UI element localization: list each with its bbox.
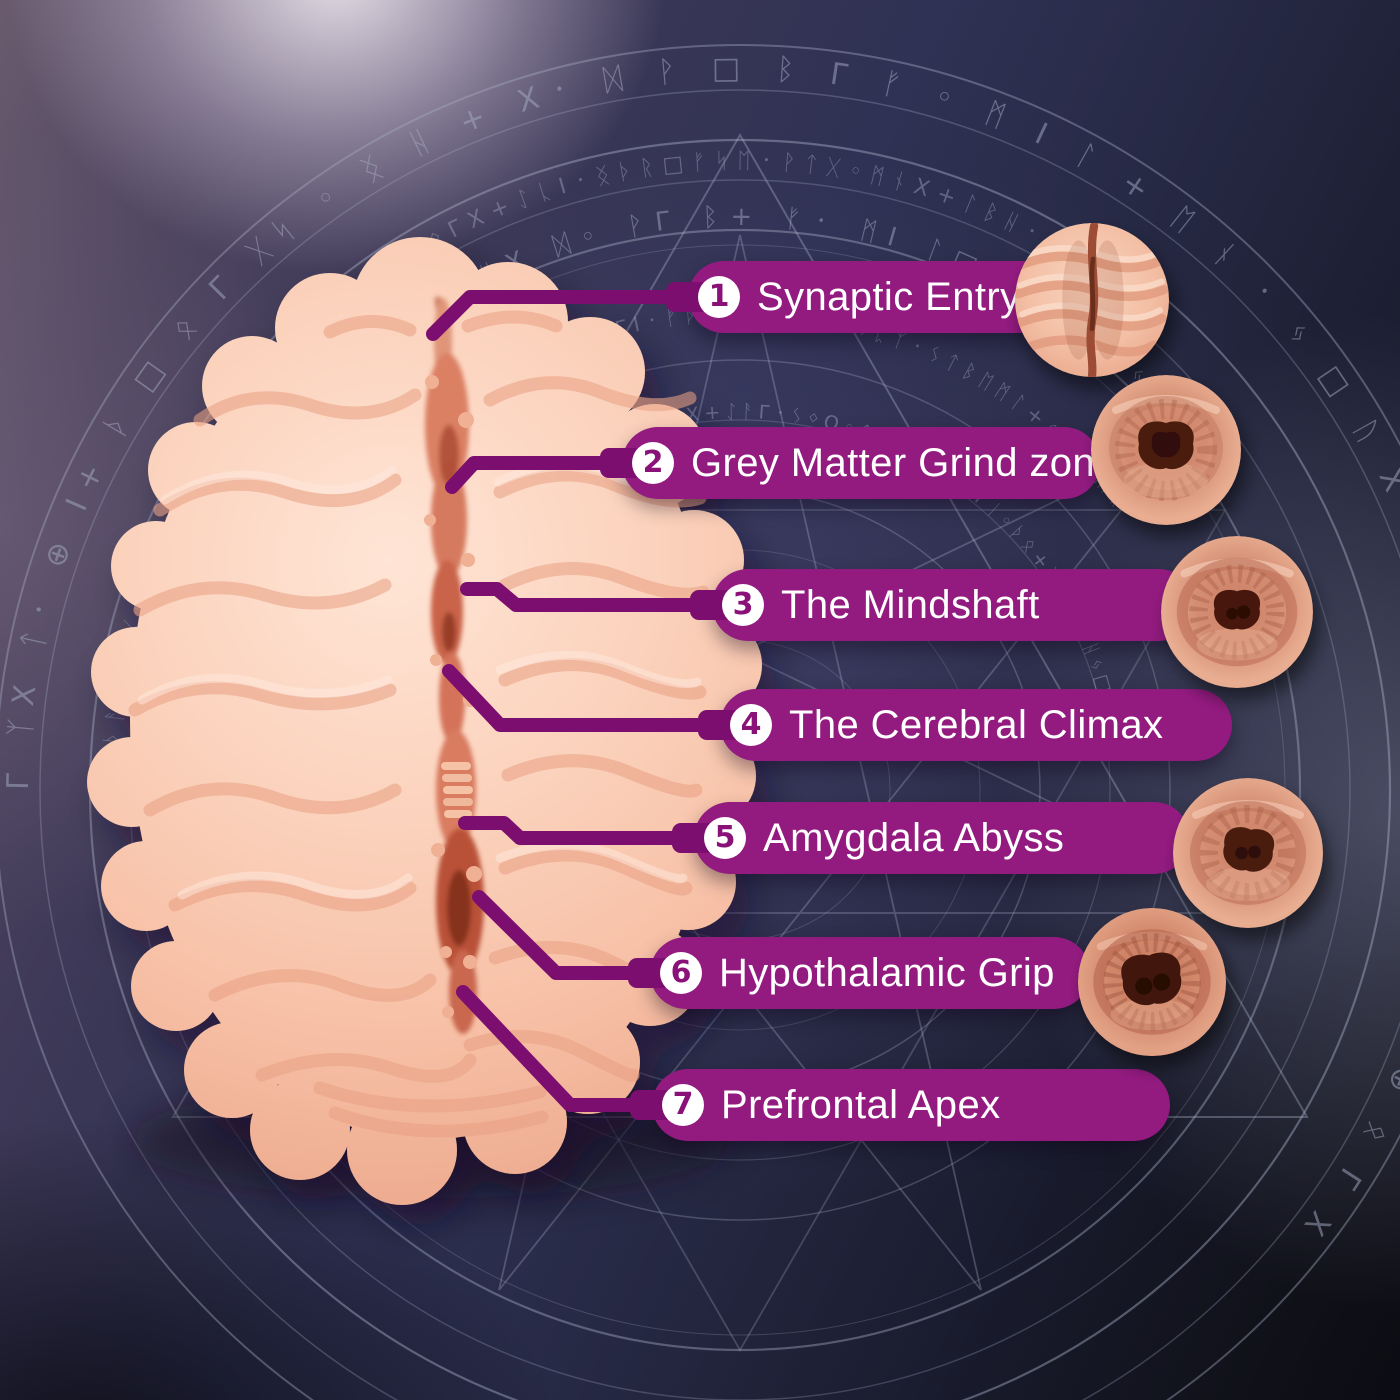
callout-banner-3: 3 The Mindshaft <box>690 569 1195 641</box>
callout-label-4: The Cerebral Climax <box>789 703 1164 747</box>
number-badge-4: 4 <box>730 704 772 746</box>
callout-number-6: 6 <box>670 955 692 990</box>
brain-product-photo <box>87 237 762 1205</box>
callout-banner-7: 7 Prefrontal Apex <box>630 1069 1170 1141</box>
number-badge-2: 2 <box>632 442 674 484</box>
callout-number-5: 5 <box>714 820 736 855</box>
callout-number-1: 1 <box>708 279 730 314</box>
callout-connector-lines <box>426 290 747 1112</box>
number-badge-1: 1 <box>698 276 740 318</box>
inset-photo-1 <box>1014 222 1170 378</box>
connector-line-3 <box>460 582 732 612</box>
connector-line-1 <box>426 290 707 341</box>
number-badge-6: 6 <box>660 952 702 994</box>
inset-photo-3 <box>1161 536 1313 688</box>
number-badge-5: 5 <box>704 817 746 859</box>
inset-photo-6 <box>1077 907 1227 1057</box>
inset-6-opening <box>1121 952 1182 1005</box>
callout-banner-2: 2 Grey Matter Grind zone <box>600 427 1117 499</box>
callout-label-2: Grey Matter Grind zone <box>691 441 1118 485</box>
brain-gyri-highlights <box>137 461 702 900</box>
inset-photo-5 <box>1173 778 1323 928</box>
callout-label-7: Prefrontal Apex <box>721 1083 1001 1127</box>
callout-banner-5: 5 Amygdala Abyss <box>672 802 1190 874</box>
connector-line-4 <box>442 664 747 732</box>
callout-number-4: 4 <box>740 707 762 742</box>
inset-photo-2 <box>1091 375 1241 525</box>
callout-label-5: Amygdala Abyss <box>763 816 1065 860</box>
callout-label-3: The Mindshaft <box>781 583 1040 627</box>
callout-banner-4: 4 The Cerebral Climax <box>698 689 1232 761</box>
number-badge-3: 3 <box>722 584 764 626</box>
connector-line-2 <box>445 456 647 494</box>
callout-label-1: Synaptic Entry <box>757 275 1021 319</box>
fissure-nodules <box>424 375 482 1018</box>
callout-label-6: Hypothalamic Grip <box>719 951 1055 995</box>
callout-banner-1: 1 Synaptic Entry <box>666 261 1060 333</box>
callout-number-7: 7 <box>672 1087 694 1122</box>
inset-3-opening <box>1213 589 1261 630</box>
connector-line-5 <box>458 816 717 845</box>
callout-number-3: 3 <box>732 587 754 622</box>
callout-banner-6: 6 Hypothalamic Grip <box>628 937 1090 1009</box>
callout-number-2: 2 <box>642 445 664 480</box>
number-badge-7: 7 <box>662 1084 704 1126</box>
